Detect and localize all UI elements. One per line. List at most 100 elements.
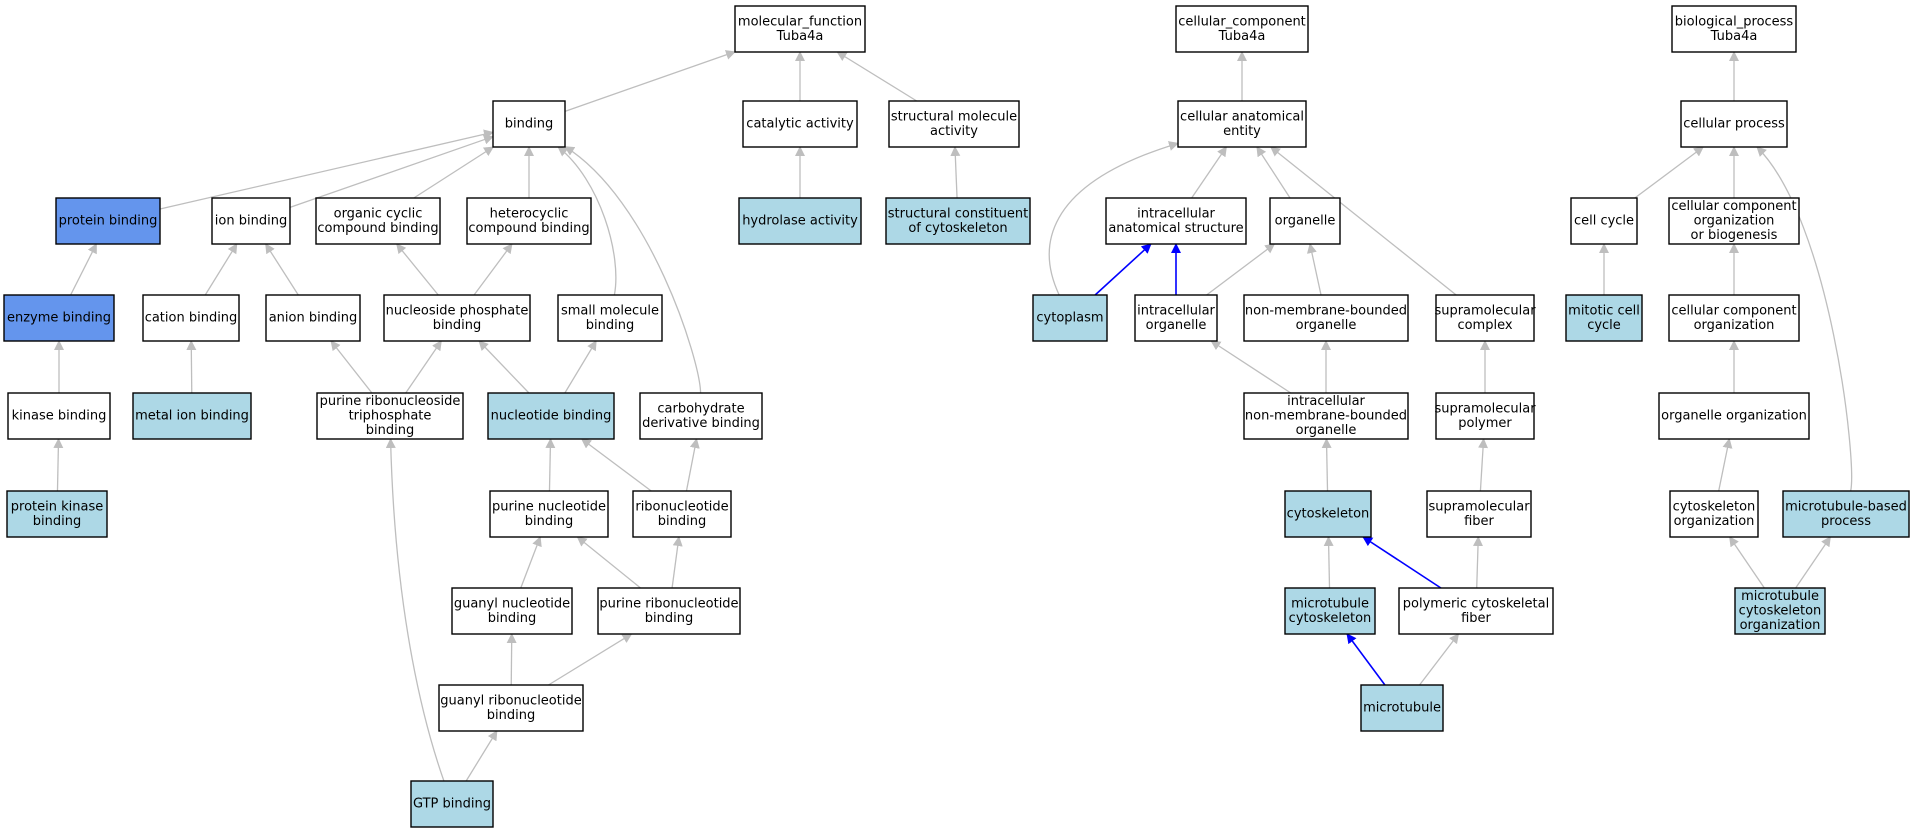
node-cytoplasm[interactable]: cytoplasm — [1032, 294, 1108, 342]
node-label: supramolecular — [1434, 303, 1536, 318]
node-ion-binding[interactable]: ion binding — [211, 197, 291, 245]
edge-nucleotide_binding-to-nucleoside_phos — [478, 340, 530, 394]
node-label: cytoskeleton — [1739, 604, 1822, 619]
node-box — [7, 392, 111, 440]
node-label: compound binding — [468, 221, 589, 236]
node-hydrolase[interactable]: hydrolase activity — [738, 197, 862, 245]
node-cellular-process[interactable]: cellular process — [1680, 100, 1788, 148]
node-label: organization — [1740, 618, 1821, 633]
node-label: or biogenesis — [1691, 228, 1778, 243]
node-binding[interactable]: binding — [492, 100, 566, 148]
node-label: organic cyclic — [334, 206, 423, 221]
node-label: cytoskeleton — [1289, 611, 1372, 626]
node-box — [1668, 294, 1800, 342]
node-cell-cycle[interactable]: cell cycle — [1570, 197, 1638, 245]
node-box — [316, 392, 464, 440]
edge-enzyme_binding-to-protein_binding — [70, 243, 97, 296]
node-label: binding — [433, 318, 481, 333]
node-organelle[interactable]: organelle — [1269, 197, 1341, 245]
node-box — [466, 197, 592, 245]
node-cation-binding[interactable]: cation binding — [142, 294, 240, 342]
node-box — [888, 100, 1020, 148]
node-label: microtubule-based — [1785, 499, 1907, 514]
node-label: organelle — [1275, 214, 1336, 229]
node-label: binding — [645, 611, 693, 626]
node-gtp-binding[interactable]: GTP binding — [410, 780, 494, 828]
node-catalytic[interactable]: catalytic activity — [742, 100, 858, 148]
node-label: biological_process — [1675, 14, 1794, 29]
node-label: enzyme binding — [7, 311, 111, 326]
edge-anion_binding-to-ion_binding — [265, 243, 299, 296]
node-microtubule[interactable]: microtubule — [1360, 684, 1444, 732]
node-box — [132, 392, 252, 440]
node-label: guanyl ribonucleotide — [440, 693, 581, 708]
node-label: polymeric cytoskeletal — [1403, 596, 1549, 611]
node-protein-binding[interactable]: protein binding — [55, 197, 161, 245]
node-nucleotide-binding[interactable]: nucleotide binding — [487, 392, 615, 440]
node-label: of cytoskeleton — [908, 221, 1007, 236]
edge-mt_cytoskeleton-to-cytoskeleton — [1323, 536, 1334, 589]
node-label: intracellular — [1137, 206, 1215, 221]
node-label: guanyl nucleotide — [454, 596, 570, 611]
node-label: cellular process — [1683, 117, 1785, 132]
node-cytoskeleton[interactable]: cytoskeleton — [1284, 490, 1372, 538]
node-box — [410, 780, 494, 828]
node-label: hydrolase activity — [742, 214, 858, 229]
edge-non_membrane_org-to-organelle — [1306, 243, 1322, 296]
node-label: process — [1821, 514, 1871, 529]
node-box — [1671, 5, 1797, 53]
node-label: protein binding — [59, 214, 158, 229]
node-box — [55, 197, 161, 245]
node-metal-ion[interactable]: metal ion binding — [132, 392, 252, 440]
node-label: binding — [505, 117, 553, 132]
node-label: heterocyclic — [490, 206, 569, 221]
node-anion-binding[interactable]: anion binding — [265, 294, 361, 342]
node-label: cellular component — [1671, 199, 1796, 214]
edge-microtubule-to-polymeric_cytoskel_fiber — [1419, 633, 1460, 686]
node-label: intracellular — [1287, 394, 1365, 409]
node-label: cellular_component — [1178, 14, 1306, 29]
edge-small_molecule-to-binding — [557, 146, 617, 296]
node-organelle-org[interactable]: organelle organization — [1658, 392, 1810, 440]
node-label: nucleotide binding — [491, 409, 612, 424]
node-box — [1680, 100, 1788, 148]
node-enzyme-binding[interactable]: enzyme binding — [3, 294, 115, 342]
node-kinase-binding[interactable]: kinase binding — [7, 392, 111, 440]
node-intracell-nonmem-org[interactable]: intracellularnon-membrane-boundedorganel… — [1243, 392, 1409, 440]
edge-cytoplasm-to-cell_anat_entity — [1048, 141, 1179, 296]
edge-struct_mol-to-mf_root — [836, 51, 918, 102]
